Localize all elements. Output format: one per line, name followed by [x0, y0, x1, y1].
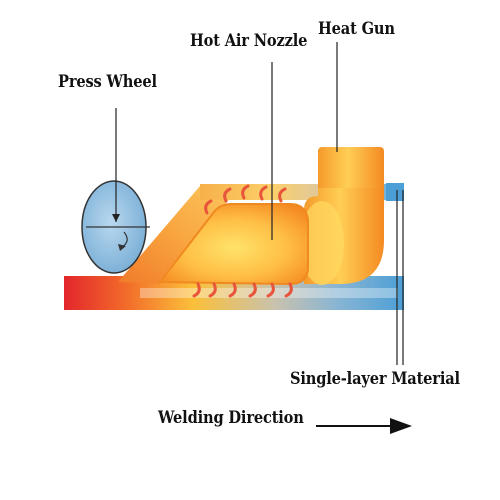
- direction-arrow-icon: [316, 418, 412, 434]
- press-wheel-label: Press Wheel: [58, 72, 157, 92]
- heat-gun: [300, 147, 384, 285]
- heat-flow-arrows-bottom: [192, 282, 293, 298]
- hot-air-nozzle: [157, 203, 309, 286]
- hot-air-nozzle-label: Hot Air Nozzle: [190, 31, 308, 51]
- leader-lines: [112, 42, 404, 365]
- heat-gun-label: Heat Gun: [318, 19, 395, 39]
- single-layer-material-label: Single-layer Material: [290, 369, 460, 389]
- heat-flow-arrows-top: [204, 184, 287, 215]
- press-wheel: [81, 180, 150, 274]
- welding-direction-label: Welding Direction: [158, 408, 304, 428]
